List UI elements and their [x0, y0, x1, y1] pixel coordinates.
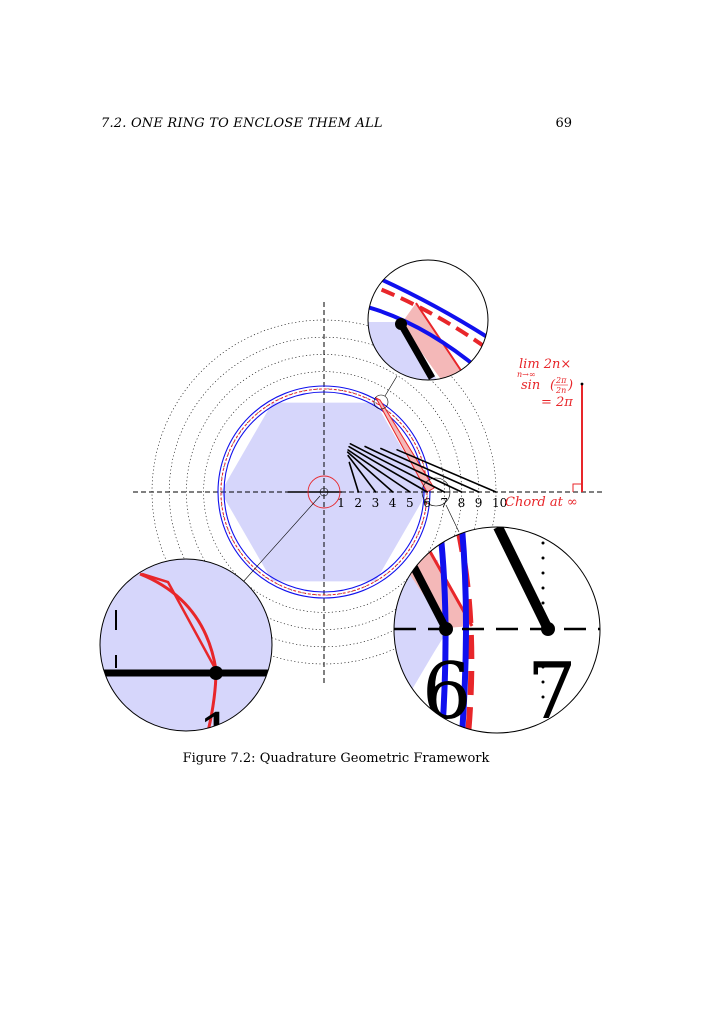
chord-line — [347, 454, 377, 493]
limit-result: = 2π — [541, 395, 573, 410]
chord-line — [346, 451, 394, 493]
chord-line — [348, 445, 429, 493]
limit-frac-num: 2π — [555, 376, 567, 385]
infinity-chord-top-dot — [580, 382, 584, 386]
limit-frac-den: 2n — [555, 386, 566, 395]
limit-paren-left: ( — [550, 378, 556, 393]
zoom-source-top — [373, 394, 389, 410]
leader-top — [384, 375, 398, 397]
leader-right — [445, 504, 460, 533]
zoom-source-right — [421, 477, 451, 507]
axis-tick-label: 5 — [406, 496, 414, 510]
zoom-right-digit-7: 7 — [527, 647, 577, 737]
limit-formula: lim 2n× n→∞ sin 2π 2n ( ) = 2π — [517, 357, 573, 410]
axis-tick-label: 1 — [337, 496, 345, 510]
chord-infinity-label: Chord at ∞ — [505, 495, 578, 510]
axis-tick-label: 9 — [475, 496, 483, 510]
chord-line — [364, 445, 463, 493]
section-title: 7.2. ONE RING TO ENCLOSE THEM ALL — [101, 116, 383, 131]
chord-line — [396, 448, 497, 493]
limit-sin: sin — [521, 378, 540, 393]
chord-line — [348, 461, 360, 493]
axis-tick-label: 3 — [372, 496, 380, 510]
running-header: 7.2. ONE RING TO ENCLOSE THEM ALL 69 — [101, 116, 575, 136]
chord-line — [380, 447, 480, 493]
limit-line1: lim 2n× — [519, 357, 571, 372]
axis-tick-label: 8 — [458, 496, 466, 510]
zoom-circle-top — [367, 259, 489, 381]
chord-lines — [287, 442, 497, 493]
outer-blue-ring — [217, 385, 431, 599]
zoom-right-digit-6: 6 — [422, 647, 472, 737]
leader-left — [242, 495, 321, 583]
inner-blue-ring — [223, 391, 425, 593]
zoom-source-left — [319, 487, 329, 497]
page-number: 69 — [555, 116, 572, 131]
unit-circle — [307, 475, 341, 509]
figure-caption: Figure 7.2: Quadrature Geometric Framewo… — [182, 751, 490, 766]
limit-subscript: n→∞ — [517, 370, 536, 379]
limit-paren-right: ) — [567, 378, 573, 393]
chord-line — [347, 449, 411, 493]
zoom-circle-right: 6 7 — [393, 526, 601, 737]
axis-tick-label: 10 — [492, 496, 507, 510]
chord-line — [349, 442, 446, 493]
right-angle-mark — [572, 483, 582, 492]
axis-tick-label: 2 — [354, 496, 362, 510]
axis-tick-label: 4 — [389, 496, 397, 510]
zoom-circle-left: 1 — [99, 558, 273, 732]
